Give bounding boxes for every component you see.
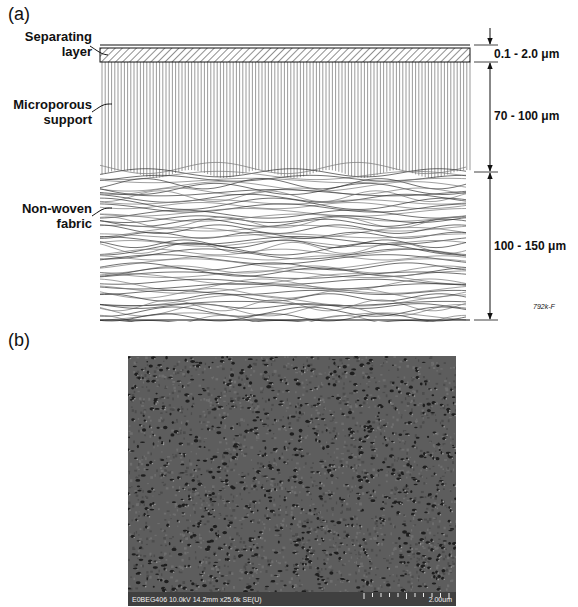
dimension-label: 0.1 - 2.0 μm bbox=[494, 48, 574, 62]
dimension-label: 70 - 100 μm bbox=[494, 110, 574, 124]
layer-label: Separating layer bbox=[10, 30, 92, 60]
dimension-label: 100 - 150 μm bbox=[494, 240, 574, 254]
layer-label: Microporous support bbox=[8, 98, 92, 128]
scale-bar-label: 2.00um bbox=[429, 596, 452, 604]
panel-label: (a) bbox=[8, 4, 48, 25]
dimension-lines bbox=[474, 28, 498, 320]
panel-label: (b) bbox=[8, 330, 48, 351]
sem-image bbox=[128, 356, 456, 606]
figure-code: 792k-F bbox=[533, 303, 573, 311]
layer-label: Non-woven fabric bbox=[8, 202, 92, 232]
sem-info-text: E0BEG406 10.0kV 14.2mm x25.0k SE(U) bbox=[132, 596, 262, 604]
layer-drawing bbox=[90, 45, 470, 327]
